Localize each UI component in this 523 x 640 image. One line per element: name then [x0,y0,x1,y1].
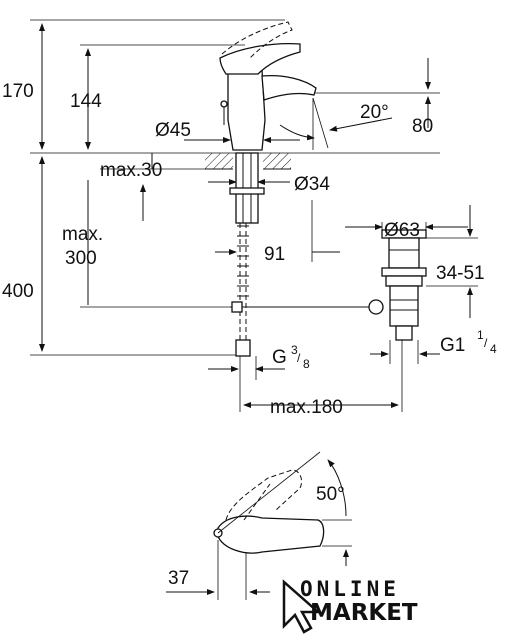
top-view: 50° 37 [166,451,352,600]
faucet-body [227,69,266,151]
lever-swung [225,469,303,521]
dim-400-label: 400 [2,281,34,302]
dim-g38-den: 8 [303,357,310,371]
dim-d63-label: Ø63 [384,220,420,241]
faucet-lever-raised [221,21,293,59]
watermark-logo: ONLINE MARKET [282,577,418,634]
cursor-icon [282,579,322,634]
faucet-spout [261,74,317,101]
logo-online: ONLINE [300,577,400,601]
dim-20deg-label: 20° [360,102,389,123]
dim-g114-den: 4 [490,342,497,356]
dim-144-label: 144 [70,91,102,112]
svg-text:/: / [484,336,488,350]
side-view: 170 144 400 max. 300 Ø45 20° [2,19,497,418]
logo-market: MARKET [310,600,418,626]
dim-g114-label: G1 [440,335,465,356]
dim-50deg-label: 50° [316,484,345,505]
faucet-lever [219,42,301,75]
svg-text:/: / [297,351,301,365]
pop-up-waste [368,229,427,341]
dim-g114-num: 1 [477,328,484,342]
dim-max180-label: max.180 [270,397,343,418]
dim-d34-label: Ø34 [294,174,330,195]
dim-34-51-label: 34-51 [436,263,485,284]
dim-91-label: 91 [264,244,285,265]
dim-max300-line1: max. [62,224,103,245]
dim-max300-line2: 300 [65,248,97,269]
lever-top-view [217,515,325,554]
dim-max30-label: max.30 [100,160,162,181]
dim-170-label: 170 [2,81,34,102]
dim-d45-label: Ø45 [155,120,191,141]
dim-g38-num: 3 [291,343,298,357]
dim-37-label: 37 [168,568,189,589]
dim-g38-label: G [272,347,287,368]
dim-80-label: 80 [412,116,433,137]
